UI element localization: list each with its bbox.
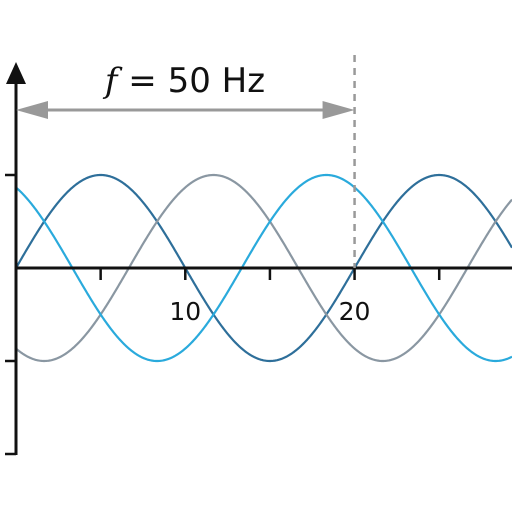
series-line-3 [15, 173, 512, 363]
frequency-label: f = 50 Hz [102, 61, 265, 101]
series-line-1 [15, 173, 512, 363]
series-layer [15, 173, 512, 363]
frequency-annotation: f = 50 Hz [16, 55, 356, 268]
axes-layer: 10 20 [5, 62, 512, 456]
frequency-value: = 50 Hz [118, 61, 266, 101]
x-tick-label: 20 [339, 297, 371, 326]
period-arrowhead-left [16, 101, 48, 119]
y-axis-arrowhead [6, 62, 26, 84]
series-line-2 [15, 173, 512, 363]
x-tick-label: 10 [169, 297, 201, 326]
period-arrowhead-right [322, 101, 355, 119]
